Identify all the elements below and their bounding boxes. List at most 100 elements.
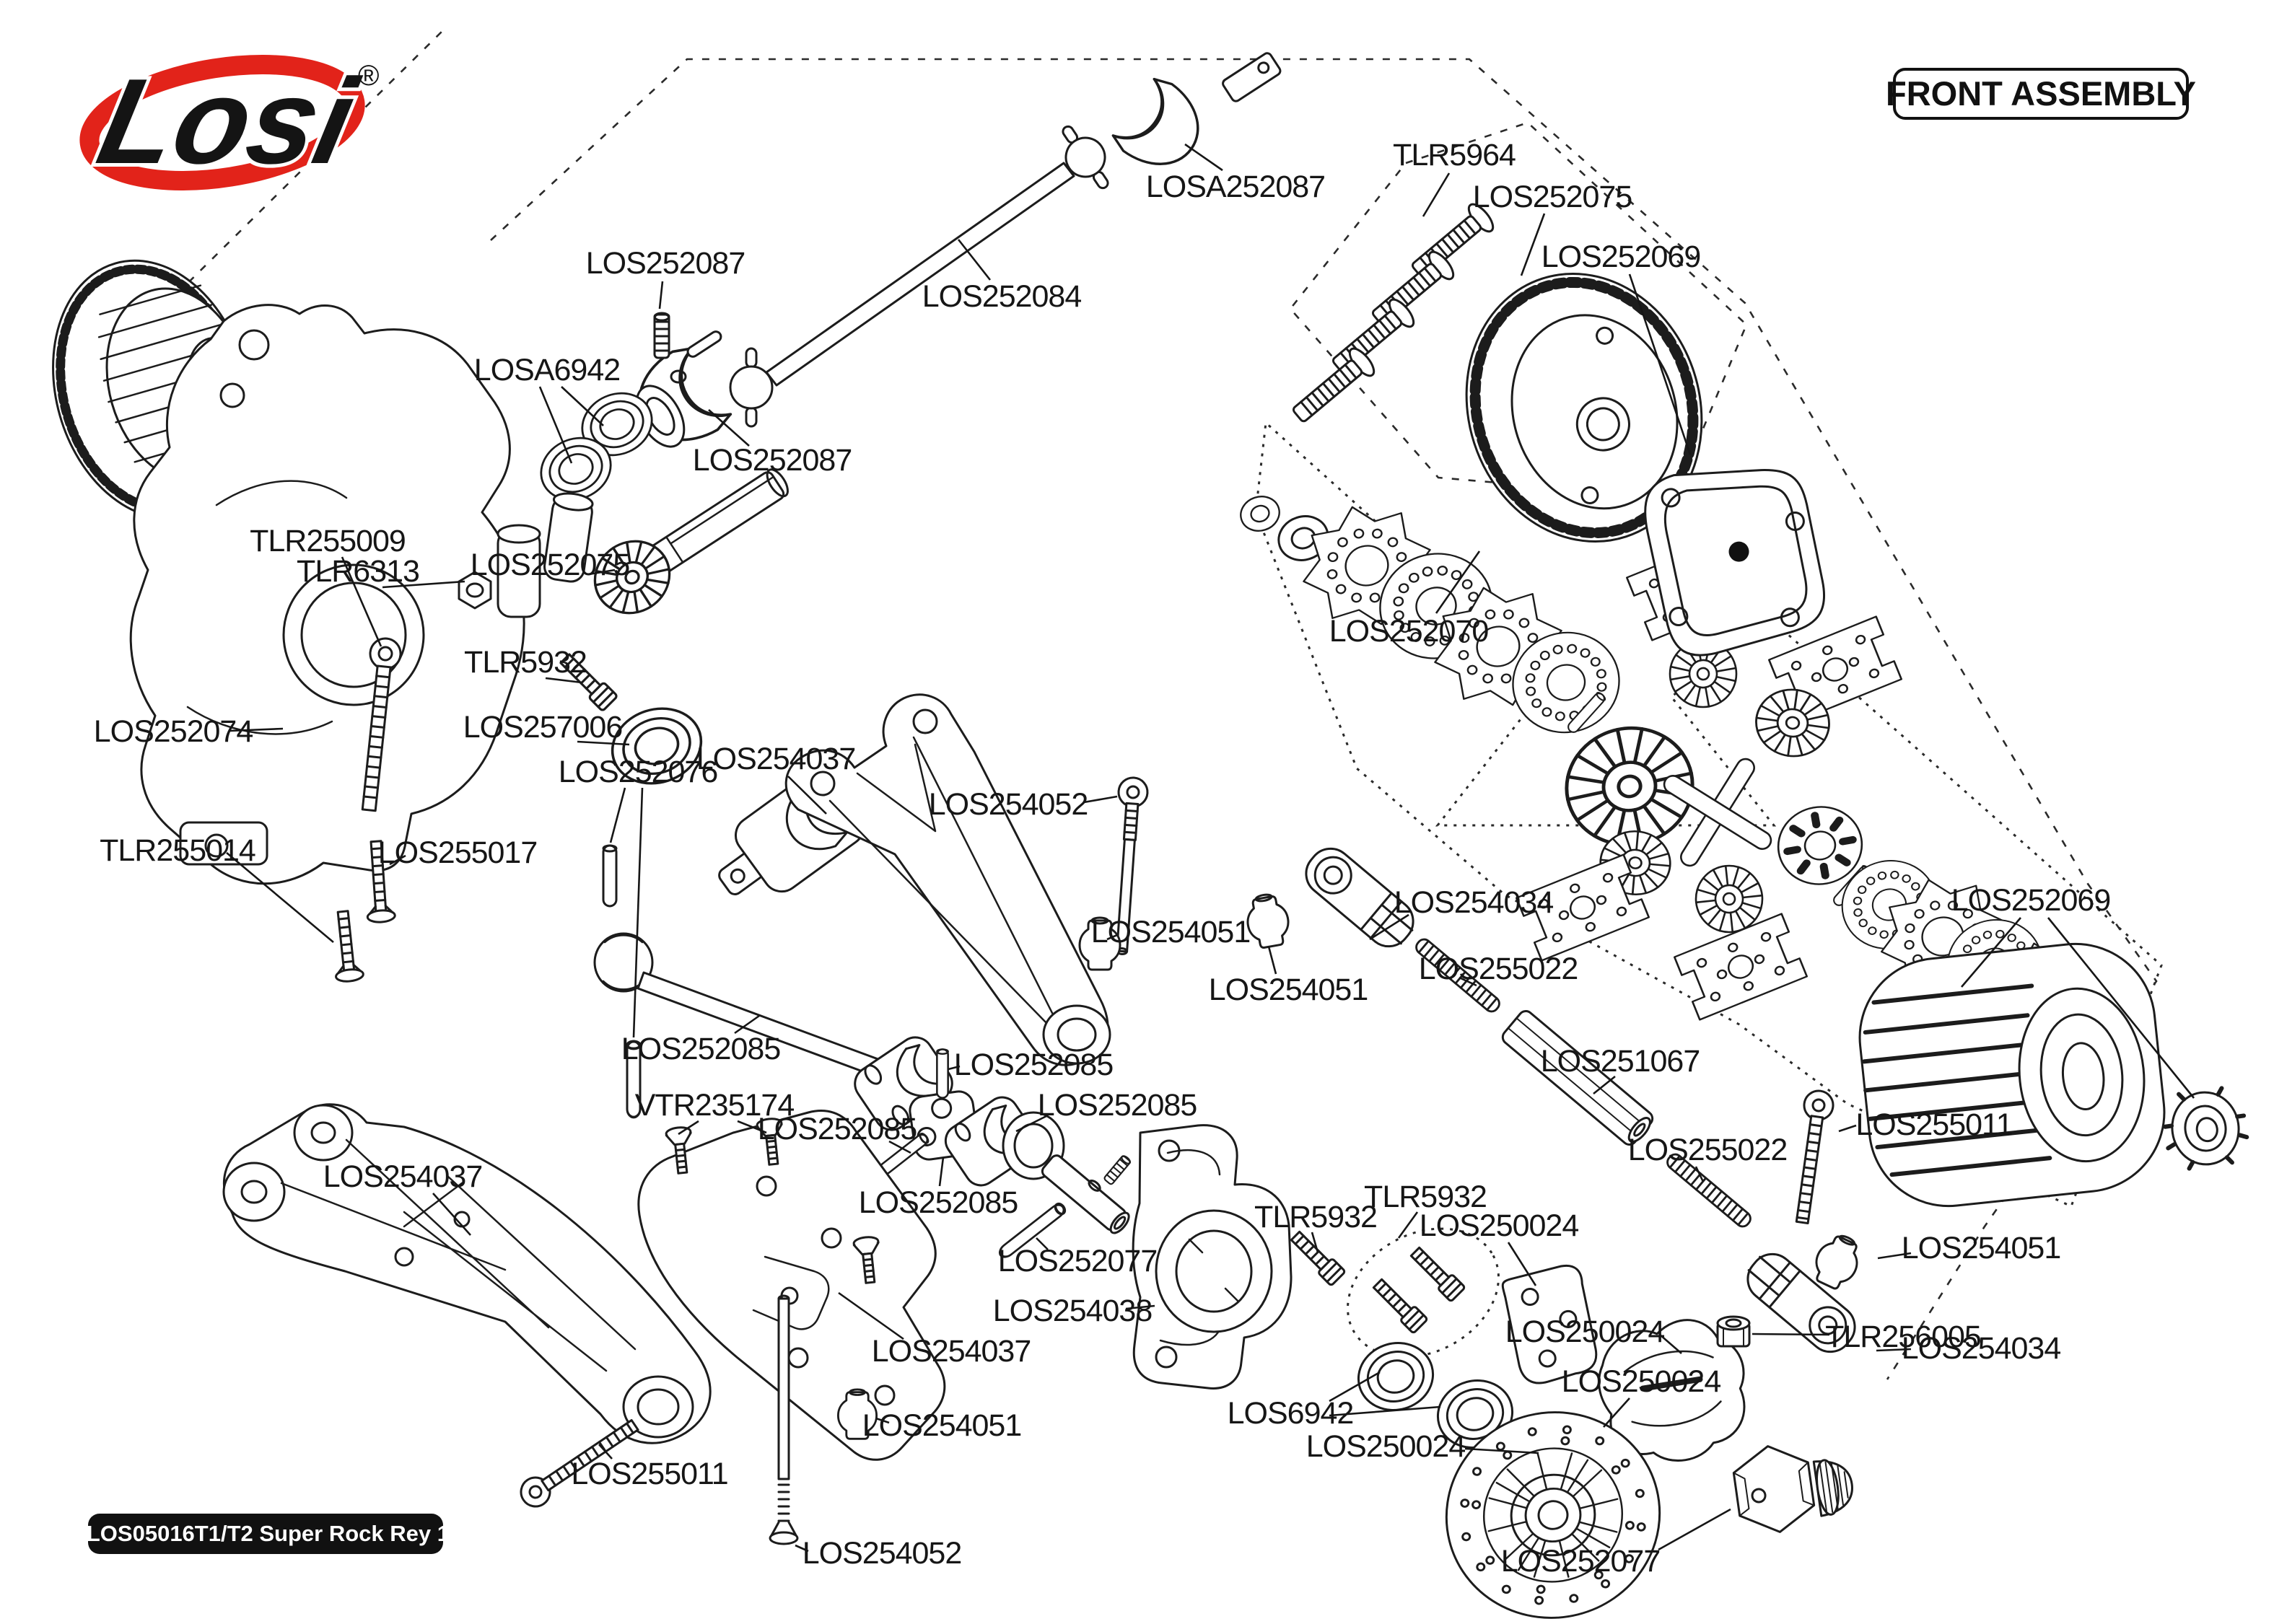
leader-line xyxy=(1876,1348,1912,1352)
leader-line xyxy=(1464,1447,1539,1454)
knuckle-brake-group xyxy=(1132,1124,1853,1619)
footer-text: C-LOS05016T1/T2 Super Rock Rey 1/6 xyxy=(63,1521,468,1546)
leader-line xyxy=(875,1417,890,1424)
leader-line xyxy=(795,1544,809,1553)
leader-line xyxy=(1329,1371,1381,1403)
leader-line xyxy=(1015,1114,1049,1133)
leader-line xyxy=(341,556,382,647)
part-label: LOS252075 xyxy=(1473,180,1632,214)
leader-line xyxy=(598,1444,613,1460)
leader-line xyxy=(888,1140,911,1154)
leader-line xyxy=(1694,1166,1705,1182)
part-label: TLR255009 xyxy=(250,524,406,558)
leader-line xyxy=(577,740,630,746)
diff-gear-group xyxy=(1285,199,1826,657)
part-label: LOSA252087 xyxy=(1146,170,1325,204)
part-label: LOS252077 xyxy=(1501,1544,1661,1579)
logo-wordmark: Losi xyxy=(88,53,369,189)
part-label: TLR5932 xyxy=(1364,1180,1487,1214)
part-label: LOS254037 xyxy=(872,1334,1031,1369)
leader-line xyxy=(1435,550,1481,614)
part-label: TLR5932 xyxy=(1254,1200,1377,1234)
leader-line xyxy=(737,1120,767,1134)
leader-line xyxy=(708,409,750,447)
part-label: LOS252084 xyxy=(922,279,1082,314)
part-label: LOS254051 xyxy=(1091,915,1251,949)
part-label: LOS254051 xyxy=(862,1408,1022,1443)
part-label: LOS250024 xyxy=(1505,1314,1665,1349)
leader-line xyxy=(1628,273,1692,455)
part-label: LOS252085 xyxy=(954,1048,1114,1082)
diff-internals xyxy=(1235,490,2154,1074)
part-label: LOS254034 xyxy=(1394,885,1554,920)
part-label: LOS254052 xyxy=(803,1536,962,1571)
part-label: LOS252085 xyxy=(859,1185,1018,1220)
leader-line xyxy=(1603,1397,1630,1428)
leader-line xyxy=(1106,934,1118,941)
part-label: LOS250024 xyxy=(1420,1208,1579,1243)
part-label: LOS254037 xyxy=(696,742,856,776)
part-label: LOS252085 xyxy=(621,1032,781,1066)
leader-line xyxy=(787,776,827,815)
part-label: TLR255014 xyxy=(100,833,255,868)
part-label: TLR5964 xyxy=(1393,138,1516,172)
leader-line xyxy=(1520,213,1546,276)
part-label: LOS252075 xyxy=(471,548,630,582)
leader-line xyxy=(1422,172,1451,217)
part-labels: LOS252087LOSA6942LOS252087LOSA252087LOS2… xyxy=(94,138,2112,1579)
part-label: LOS254052 xyxy=(929,787,1088,822)
gearbox-housing xyxy=(129,304,594,885)
part-label: LOS252069 xyxy=(1951,883,2111,918)
part-label: LOS254051 xyxy=(1902,1231,2061,1265)
part-label: LOS254038 xyxy=(993,1294,1153,1328)
part-label: LOSA6942 xyxy=(474,353,620,387)
part-label: LOS252070 xyxy=(1329,614,1489,649)
part-label: LOS252085 xyxy=(1038,1088,1197,1123)
part-label: LOS254051 xyxy=(1209,973,1368,1007)
title-box: FRONT ASSEMBLY xyxy=(1886,68,2196,120)
center-driveshaft xyxy=(530,52,1282,512)
leader-line xyxy=(545,677,582,684)
leader-line xyxy=(838,1291,904,1340)
leader-line xyxy=(678,1120,699,1136)
leader-line xyxy=(389,854,406,866)
part-label: LOS250024 xyxy=(1306,1429,1466,1464)
leader-line xyxy=(1877,1252,1912,1260)
leader-line xyxy=(1593,1075,1616,1095)
leader-line xyxy=(1397,1211,1419,1239)
part-label: LOS255017 xyxy=(378,835,538,870)
part-label: TLR6313 xyxy=(297,554,419,589)
leader-line xyxy=(948,1065,961,1071)
leader-lines xyxy=(226,143,2195,1553)
losi-logo: Losi ® xyxy=(79,50,379,193)
part-label: LOS252074 xyxy=(94,714,253,749)
logo-swoosh xyxy=(79,54,365,191)
part-label: LOS254037 xyxy=(323,1159,483,1194)
leader-line xyxy=(1329,1405,1441,1417)
part-label: LOS257006 xyxy=(463,710,623,745)
leader-line xyxy=(957,239,992,281)
leader-line xyxy=(1838,1124,1857,1133)
tie-rod-group xyxy=(1242,838,1868,1362)
part-label: LOS252077 xyxy=(998,1244,1158,1278)
leader-line xyxy=(561,386,604,426)
part-label: LOS252069 xyxy=(1541,240,1701,274)
leader-line xyxy=(226,852,334,943)
leader-line xyxy=(1659,1334,1682,1354)
leader-line xyxy=(632,787,644,1038)
part-label: LOS252085 xyxy=(758,1112,917,1146)
leader-line xyxy=(229,727,284,732)
part-label: LOS251067 xyxy=(1541,1044,1700,1079)
part-label: LOS255011 xyxy=(1855,1107,2012,1142)
leader-line xyxy=(1267,946,1277,975)
leader-line xyxy=(1658,1508,1731,1551)
part-label: LOS250024 xyxy=(1562,1364,1721,1399)
part-label: LOS252087 xyxy=(693,443,852,478)
leader-line xyxy=(1125,1304,1155,1310)
leader-line xyxy=(2047,917,2195,1099)
leader-line xyxy=(1961,917,2021,988)
part-label: LOS255011 xyxy=(571,1457,727,1491)
leader-line xyxy=(1083,795,1118,804)
